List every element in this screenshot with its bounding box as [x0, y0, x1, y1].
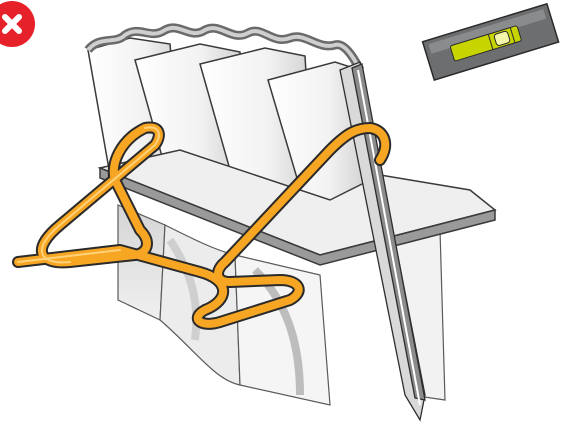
close-button-circle	[0, 1, 35, 47]
close-icon	[2, 14, 22, 34]
spirit-level-icon	[421, 2, 560, 81]
vertical-bracket	[339, 61, 426, 422]
wire-rack	[12, 121, 392, 330]
close-button[interactable]	[0, 0, 36, 48]
shelf-plate	[97, 149, 497, 266]
